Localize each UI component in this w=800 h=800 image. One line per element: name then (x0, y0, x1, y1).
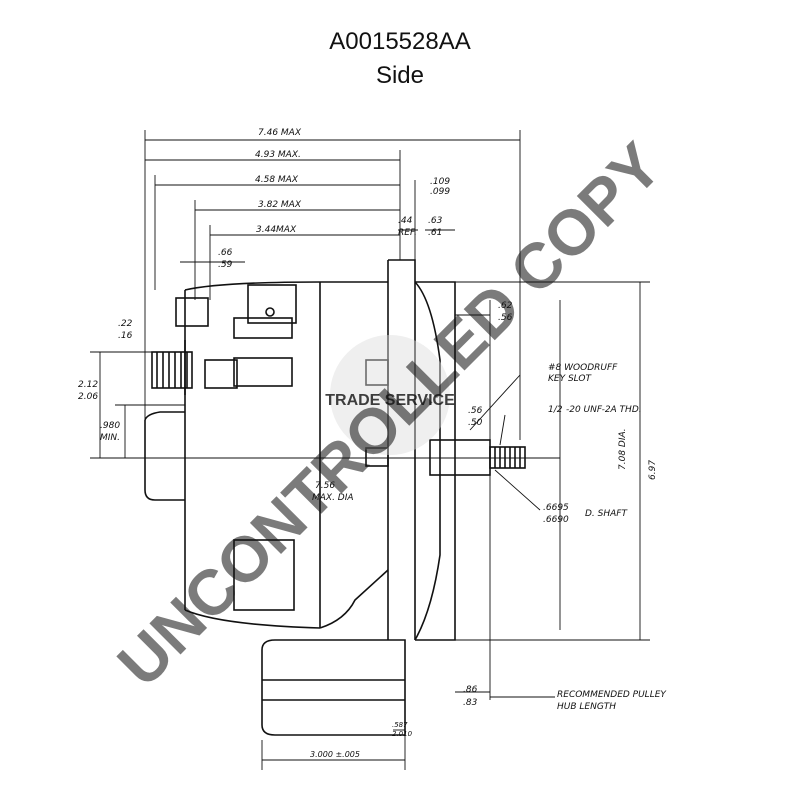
dim-4-58: 4.58 MAX (255, 175, 299, 185)
front-housing-curve (414, 281, 441, 641)
dim-3-000: 3.000 ±.005 (310, 750, 360, 759)
terminal-nut (204, 359, 238, 389)
dim-7-46: 7.46 MAX (258, 128, 302, 138)
rear-cover-outline (144, 420, 185, 501)
dim-62: .62 (498, 301, 513, 311)
dim-6695: .6695 (543, 503, 569, 513)
dim-6-97: 6.97 (648, 460, 658, 480)
dim-7-08: 7.08 DIA. (618, 428, 628, 470)
woodruff-key: #8 WOODRUFF (548, 363, 618, 373)
dim-56: .56 (498, 313, 513, 323)
dim-50: .50 (468, 418, 483, 428)
dim-59: .59 (218, 260, 233, 270)
dim-2-06: 2.06 (78, 392, 98, 402)
terminal-post (175, 297, 209, 327)
part-number-title: A0015528AA (329, 28, 471, 55)
dim-3-44: 3.44MAX (256, 225, 297, 235)
dim-16: .16 (118, 331, 133, 341)
dim-4-93: 4.93 MAX. (255, 150, 301, 160)
vent-slot (365, 447, 389, 467)
terminal-stud (151, 351, 193, 389)
connector-block (247, 284, 297, 324)
vent-slot (233, 317, 293, 339)
thread-spec: -20 UNF-2A THD. (566, 405, 642, 415)
vent-slot (365, 359, 389, 386)
dim-44: .44 (398, 216, 413, 226)
dim-min: MIN. (100, 433, 120, 443)
front-housing (415, 281, 456, 641)
dim-6690: .6690 (543, 515, 569, 525)
shaft (429, 439, 491, 476)
dim-83: .83 (463, 698, 478, 708)
dim-63: .63 (428, 216, 443, 226)
dim-22: .22 (118, 319, 133, 329)
dimension-lines (90, 130, 650, 770)
dim-66: .66 (218, 248, 233, 258)
dim-max-dia: MAX. DIA (312, 493, 354, 503)
dim-980: .980 (100, 421, 120, 431)
dim-86: .86 (463, 685, 478, 695)
pulley-note-2: HUB LENGTH (557, 702, 616, 712)
dimension-labels: 7.46 MAX 4.93 MAX. 4.58 MAX 3.82 MAX 3.4… (78, 128, 667, 759)
key-slot: KEY SLOT (548, 374, 592, 384)
dim-099: .099 (430, 187, 450, 197)
dim-587: .587 (392, 721, 408, 729)
dim-109: .109 (430, 177, 450, 187)
pulley-note-1: RECOMMENDED PULLEY (557, 690, 667, 700)
lower-bracket (319, 569, 389, 629)
dim-2-12: 2.12 (78, 380, 98, 390)
dim-2-010: 2.010 (392, 730, 413, 738)
dim-61: .61 (428, 228, 442, 238)
thread-size: 1/2 (548, 405, 563, 415)
watermark-logo-icon (330, 335, 450, 455)
dim-ref: REF. (398, 228, 417, 238)
dim-56b: .56 (468, 406, 483, 416)
view-subtitle: Side (375, 62, 425, 89)
mounting-foot (261, 639, 406, 736)
dim-7-56: 7.56 (315, 481, 335, 491)
vent-slot (233, 357, 293, 387)
shaft-type: D. SHAFT (585, 509, 628, 519)
watermark-logo-text: TRADE SERVICE (325, 392, 455, 409)
housing-bottom (184, 609, 321, 629)
dim-3-82: 3.82 MAX (258, 200, 302, 210)
rear-cover-top (144, 411, 185, 421)
housing-top (184, 281, 388, 291)
vent-slot (233, 539, 295, 611)
